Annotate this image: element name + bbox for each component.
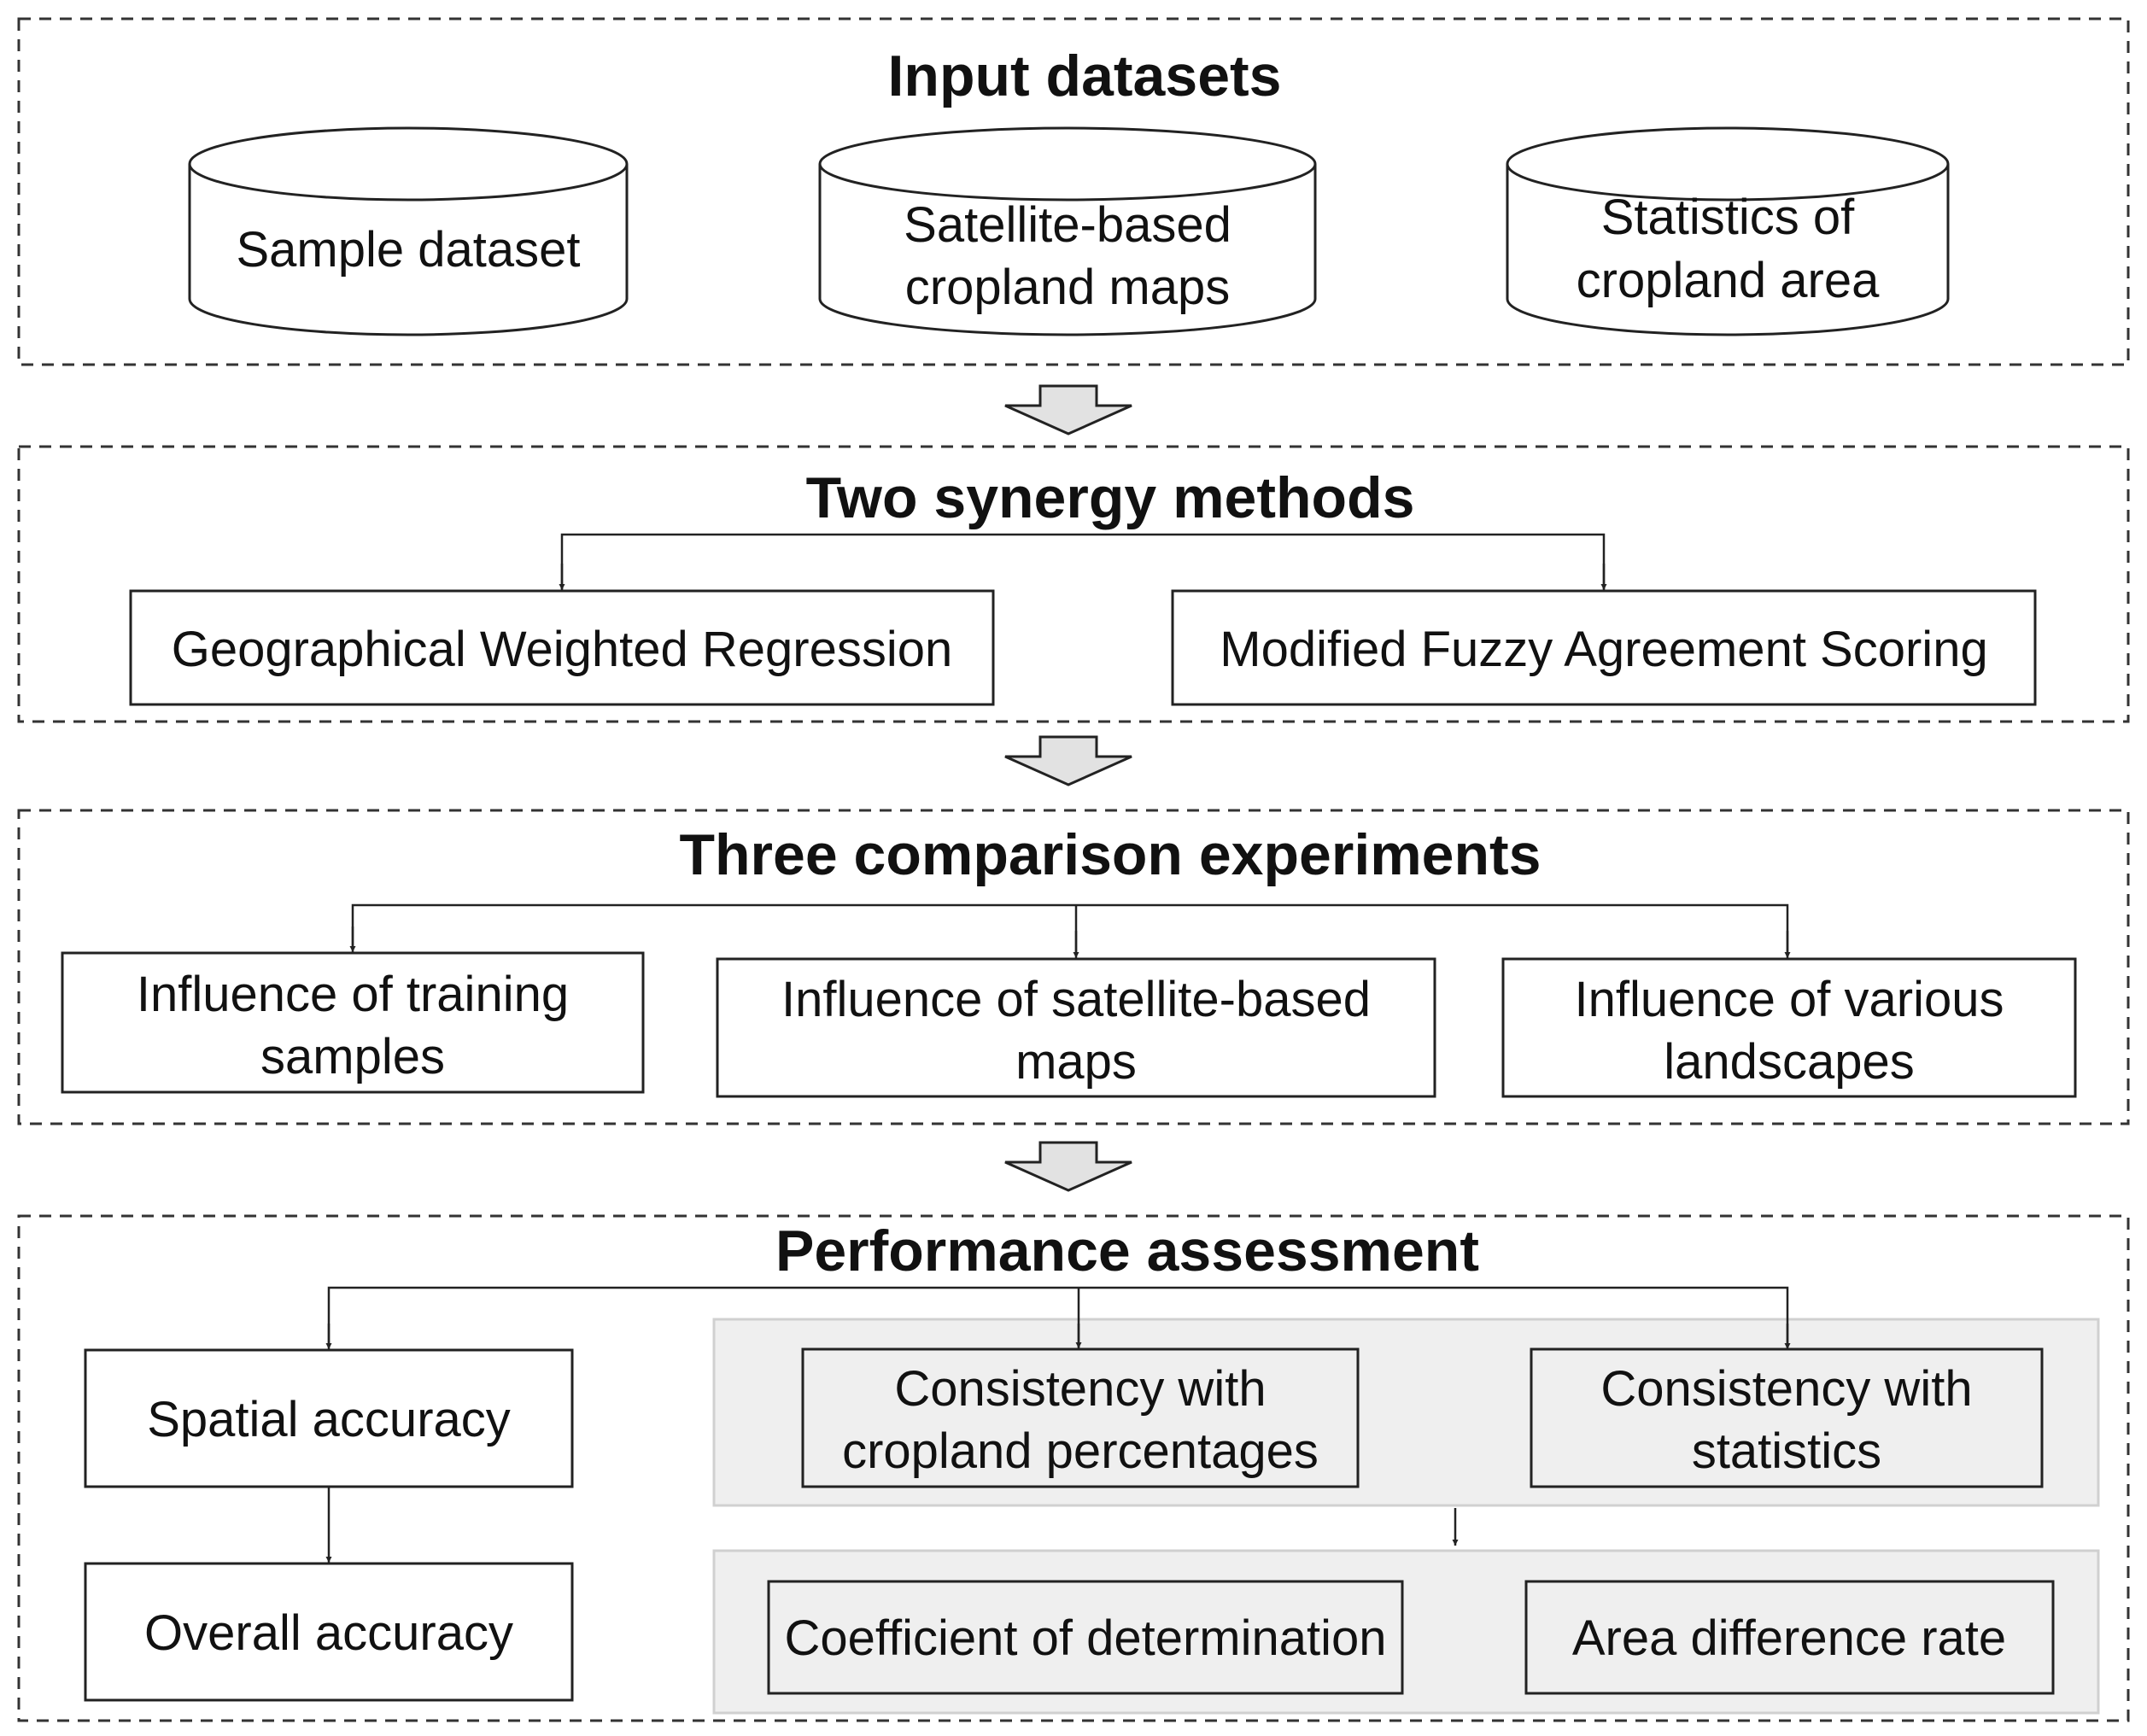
section-title: Performance assessment (775, 1219, 1479, 1283)
experiment-label: samples (260, 1029, 445, 1084)
section-frame (17, 1214, 2130, 1722)
dataset-label: Satellite-based (904, 197, 1231, 253)
assessment-label: Spatial accuracy (147, 1392, 511, 1447)
assessment-box-consistency-percentages: Consistency with cropland percentages (801, 1347, 1360, 1488)
method-box-mfas: Modified Fuzzy Agreement Scoring (1171, 589, 2037, 706)
connector-line (351, 903, 1789, 956)
dataset-cylinder-satellite-maps: Satellite-based cropland maps (818, 126, 1317, 336)
assessment-label: Coefficient of determination (784, 1610, 1386, 1666)
dataset-label: Statistics of (1601, 190, 1855, 245)
assessment-label: Consistency with (1600, 1361, 1972, 1417)
experiment-box-landscapes: Influence of various landscapes (1501, 957, 2077, 1098)
section-performance-assessment: Performance assessment Spatial accuracy … (17, 1214, 2130, 1722)
experiment-label: Influence of satellite-based (781, 972, 1371, 1027)
dataset-cylinder-statistics: Statistics of cropland area (1506, 126, 1950, 336)
experiment-label: maps (1015, 1034, 1137, 1090)
section-synergy-methods: Two synergy methods Geographical Weighte… (17, 445, 2130, 723)
section-title: Three comparison experiments (679, 822, 1541, 887)
flow-arrow-down (1004, 384, 1132, 435)
dataset-label: cropland area (1577, 253, 1880, 308)
section-frame (17, 445, 2130, 723)
dataset-cylinder-sample: Sample dataset (188, 126, 629, 336)
method-label: Geographical Weighted Regression (172, 622, 953, 677)
assessment-box-coefficient-determination: Coefficient of determination (767, 1580, 1404, 1695)
connector-line (560, 533, 1606, 589)
method-box-gwr: Geographical Weighted Regression (129, 589, 995, 706)
assessment-box-consistency-statistics: Consistency with statistics (1530, 1347, 2044, 1488)
connector-line (327, 1286, 1789, 1347)
method-label: Modified Fuzzy Agreement Scoring (1220, 622, 1987, 677)
experiment-label: landscapes (1664, 1034, 1914, 1090)
assessment-box-spatial-accuracy: Spatial accuracy (84, 1348, 574, 1488)
assessment-label: Overall accuracy (144, 1605, 513, 1661)
assessment-label: Area difference rate (1572, 1610, 2006, 1666)
section-frame (17, 809, 2130, 1125)
assessment-label: statistics (1692, 1423, 1881, 1479)
assessment-label: Consistency with (894, 1361, 1266, 1417)
dataset-label: Sample dataset (236, 222, 580, 278)
experiment-box-satellite-maps: Influence of satellite-based maps (716, 957, 1436, 1098)
assessment-box-overall-accuracy: Overall accuracy (84, 1562, 574, 1702)
section-frame (17, 17, 2130, 366)
experiment-label: Influence of various (1575, 972, 2004, 1027)
flow-arrow-down (1004, 735, 1132, 786)
dataset-label: cropland maps (905, 260, 1230, 315)
experiment-label: Influence of training (137, 967, 569, 1022)
section-comparison-experiments: Three comparison experiments Influence o… (17, 809, 2130, 1125)
flow-arrow-down (1004, 1141, 1132, 1192)
section-title: Two synergy methods (806, 465, 1415, 530)
section-title: Input datasets (888, 44, 1282, 108)
experiment-box-training-samples: Influence of training samples (61, 951, 645, 1094)
assessment-box-area-difference: Area difference rate (1524, 1580, 2055, 1695)
assessment-label: cropland percentages (842, 1423, 1319, 1479)
section-input-datasets: Input datasets Sample dataset Satellite-… (17, 17, 2130, 366)
